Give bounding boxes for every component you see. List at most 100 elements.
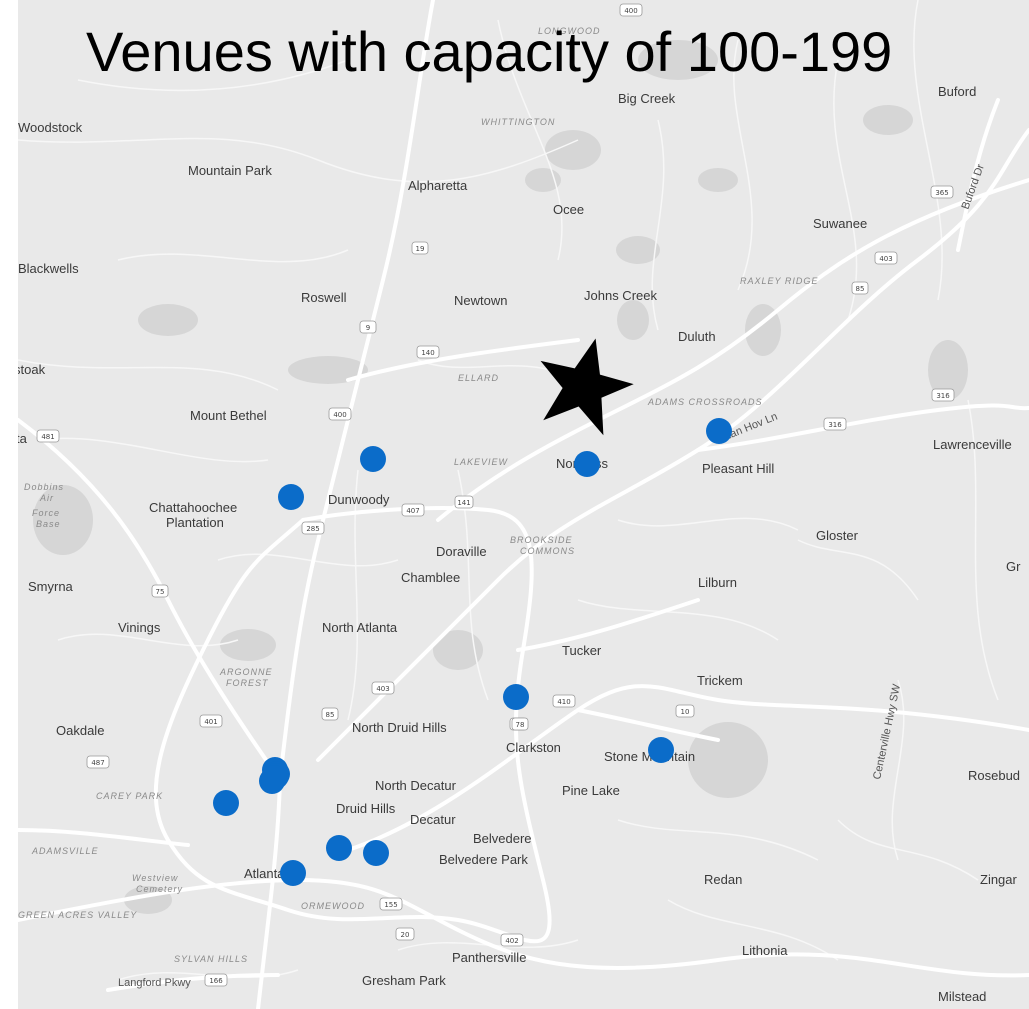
circle-marker-icon[interactable] <box>326 835 352 861</box>
route-shields: 400 19 9 400 141 285 407 140 13 78 403 1… <box>36 3 955 987</box>
place-label: Milstead <box>938 989 986 1004</box>
route-shield: 85 <box>321 707 339 721</box>
park-areas <box>33 40 968 914</box>
circle-marker-icon[interactable] <box>706 418 732 444</box>
place-label: Trickem <box>697 673 743 688</box>
svg-text:410: 410 <box>557 698 570 706</box>
svg-text:487: 487 <box>91 759 104 767</box>
route-shield: 75 <box>151 584 169 598</box>
route-shield: 403 <box>874 251 898 265</box>
place-label: RAXLEY RIDGE <box>740 276 818 286</box>
place-label: North Atlanta <box>322 620 398 635</box>
place-label: North Decatur <box>375 778 457 793</box>
place-label: Redan <box>704 872 742 887</box>
circle-marker-icon[interactable] <box>363 840 389 866</box>
svg-text:85: 85 <box>326 711 335 719</box>
route-shield: 9 <box>359 320 377 334</box>
place-label: Vinings <box>118 620 161 635</box>
route-shield: 141 <box>454 495 474 509</box>
place-label: Atlanta <box>244 866 285 881</box>
svg-text:140: 140 <box>421 349 434 357</box>
route-shield: 481 <box>36 429 60 443</box>
route-shield: 407 <box>401 503 425 517</box>
place-label: Mount Bethel <box>190 408 267 423</box>
minor-roads <box>18 0 999 981</box>
place-label: GREEN ACRES VALLEY <box>18 910 137 920</box>
star-icon[interactable] <box>527 327 642 439</box>
place-labels: LONGWOOD Big Creek Buford Woodstock WHIT… <box>18 26 1021 1004</box>
svg-text:85: 85 <box>856 285 865 293</box>
place-label: Cemetery <box>136 884 183 894</box>
place-label: ORMEWOOD <box>301 901 365 911</box>
circle-marker-icon[interactable] <box>503 684 529 710</box>
svg-text:78: 78 <box>516 721 525 729</box>
svg-text:400: 400 <box>333 411 346 419</box>
svg-text:75: 75 <box>156 588 165 596</box>
svg-text:141: 141 <box>457 499 470 507</box>
place-label: Druid Hills <box>336 801 396 816</box>
place-label: ARGONNE <box>219 667 273 677</box>
circle-marker-icon[interactable] <box>278 484 304 510</box>
place-label: Johns Creek <box>584 288 657 303</box>
place-label: ADAMS CROSSROADS <box>647 397 763 407</box>
route-shield: 166 <box>204 973 228 987</box>
place-label: Chattahoochee <box>149 500 237 515</box>
circle-marker-icon[interactable] <box>574 451 600 477</box>
circle-marker-icon[interactable] <box>360 446 386 472</box>
svg-text:316: 316 <box>936 392 950 400</box>
place-label: Ocee <box>553 202 584 217</box>
map-canvas[interactable]: 400 19 9 400 141 285 407 140 13 78 403 1… <box>18 0 1029 1009</box>
place-label: Tucker <box>562 643 602 658</box>
place-label: Belvedere Park <box>439 852 528 867</box>
map-title: Venues with capacity of 100-199 <box>86 20 893 83</box>
svg-text:400: 400 <box>624 7 637 15</box>
place-label: COMMONS <box>520 546 575 556</box>
route-shield: 401 <box>199 714 223 728</box>
place-label: Blackwells <box>18 261 79 276</box>
route-shield: 400 <box>619 3 643 17</box>
route-shield: 400 <box>328 407 352 421</box>
place-label: Decatur <box>410 812 456 827</box>
route-shield: 402 <box>500 933 524 947</box>
map-frame: 400 19 9 400 141 285 407 140 13 78 403 1… <box>18 0 1029 1009</box>
place-label: Gresham Park <box>362 973 446 988</box>
place-label: Dobbins <box>24 482 64 492</box>
place-label: Force <box>32 508 60 518</box>
svg-text:9: 9 <box>366 324 370 332</box>
major-roads <box>18 0 1029 1009</box>
svg-text:285: 285 <box>306 525 319 533</box>
place-label: FOREST <box>226 678 269 688</box>
place-label: Big Creek <box>618 91 676 106</box>
place-label: Woodstock <box>18 120 83 135</box>
circle-marker-icon[interactable] <box>213 790 239 816</box>
place-label: Roswell <box>301 290 347 305</box>
route-shield: 410 <box>552 694 576 708</box>
circle-marker-icon[interactable] <box>648 737 674 763</box>
place-label: Suwanee <box>813 216 867 231</box>
route-shield: 365 <box>930 185 954 199</box>
svg-text:19: 19 <box>416 245 425 253</box>
place-label: Lilburn <box>698 575 737 590</box>
place-label: Lithonia <box>742 943 788 958</box>
venue-markers <box>213 418 732 886</box>
circle-marker-icon[interactable] <box>261 765 287 791</box>
svg-text:10: 10 <box>681 708 690 716</box>
svg-text:401: 401 <box>204 718 217 726</box>
place-label: Westview <box>132 873 178 883</box>
circle-marker-icon[interactable] <box>280 860 306 886</box>
place-label: Air <box>39 493 54 503</box>
place-label: Panthersville <box>452 950 526 965</box>
place-label: Belvedere <box>473 831 532 846</box>
place-label: Lawrenceville <box>933 437 1012 452</box>
place-label: Zingar <box>980 872 1018 887</box>
route-shield: 140 <box>416 345 440 359</box>
svg-text:402: 402 <box>505 937 518 945</box>
place-label: Pine Lake <box>562 783 620 798</box>
svg-text:403: 403 <box>376 685 389 693</box>
place-label: Chamblee <box>401 570 460 585</box>
place-label: Smyrna <box>28 579 74 594</box>
route-shield: 20 <box>395 927 415 941</box>
place-label: Alpharetta <box>408 178 468 193</box>
svg-text:407: 407 <box>406 507 419 515</box>
svg-text:20: 20 <box>401 931 410 939</box>
